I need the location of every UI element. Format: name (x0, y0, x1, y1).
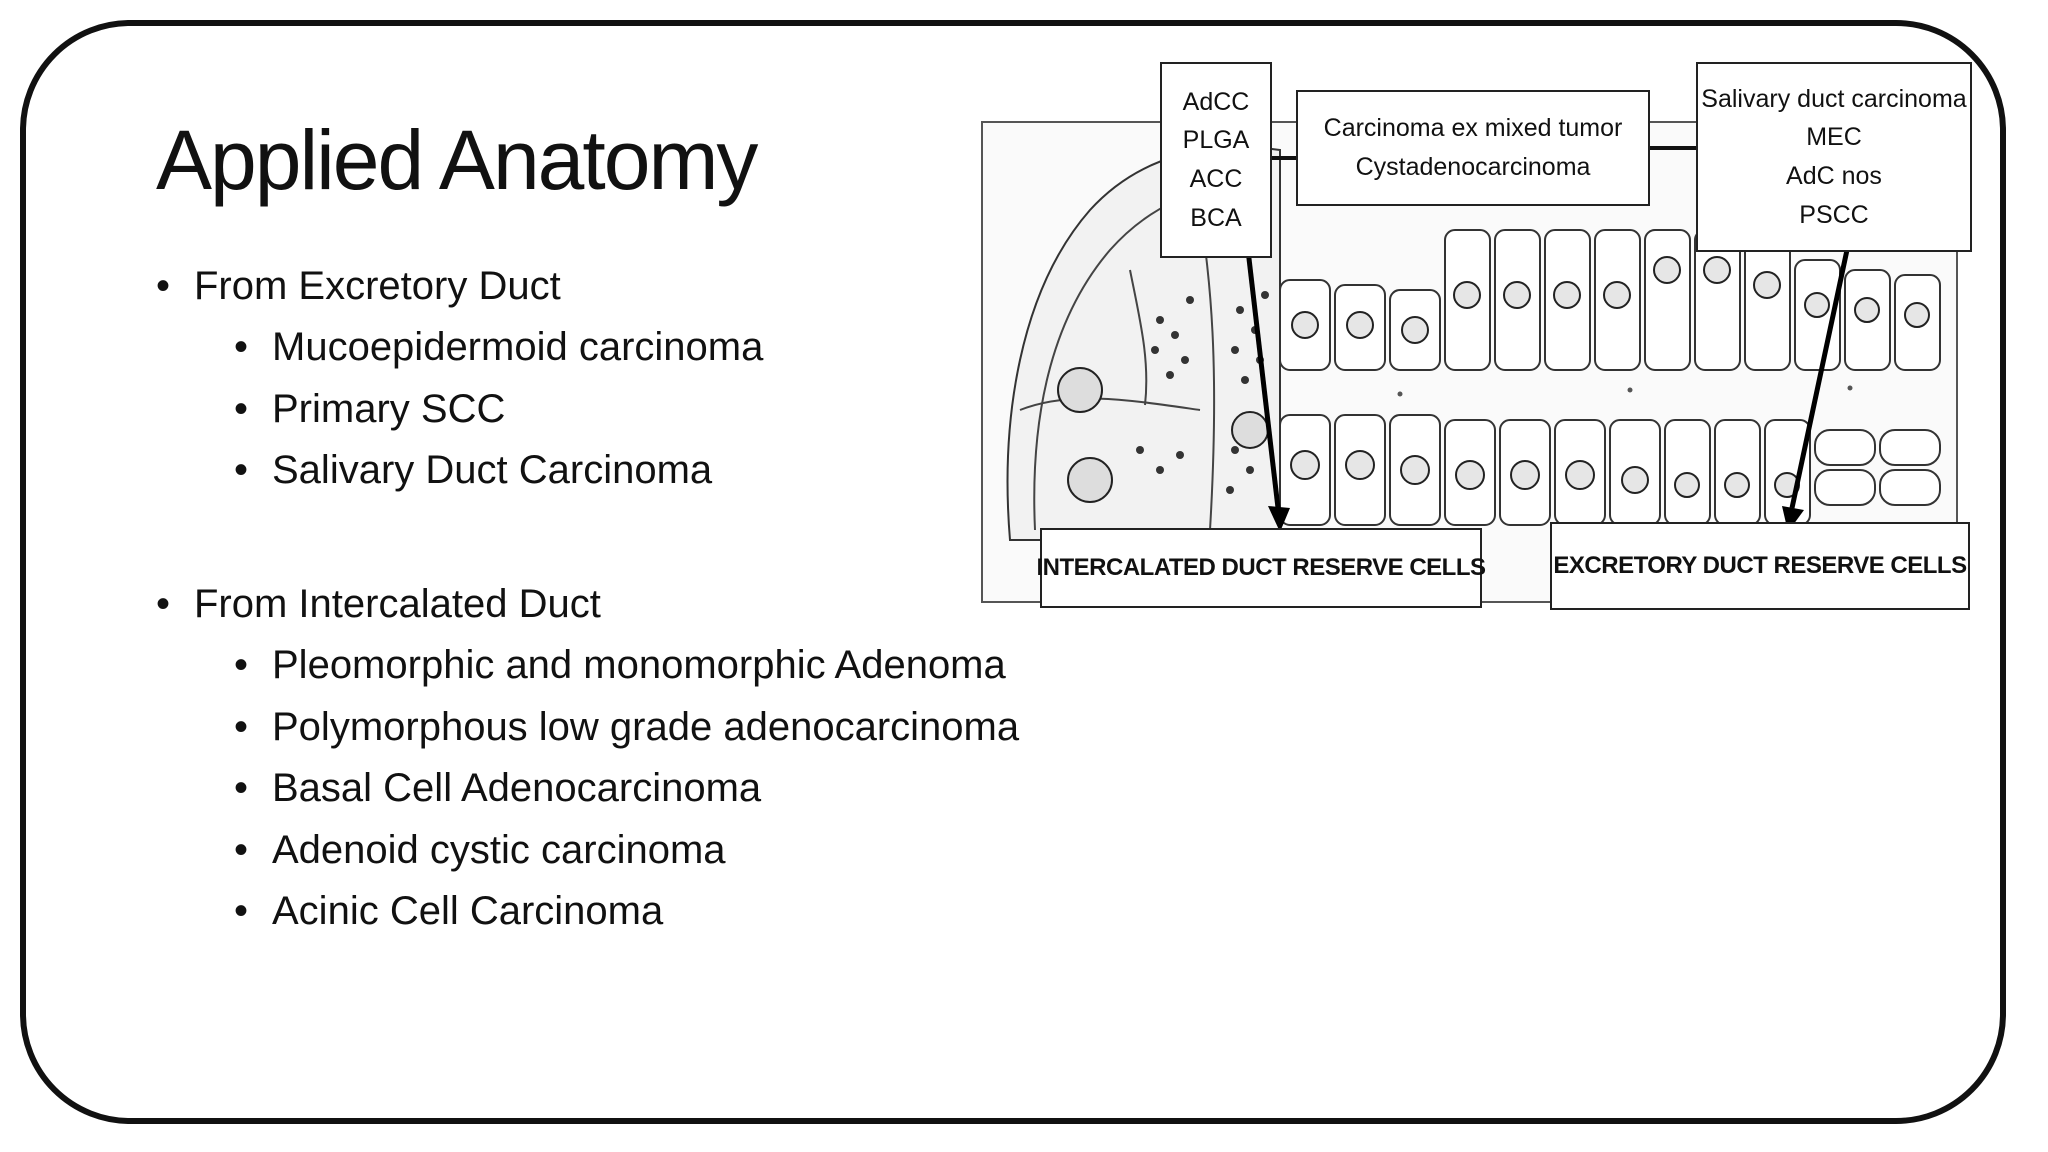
label-excretory-duct-reserve-cells: EXCRETORY DUCT RESERVE CELLS (1550, 522, 1970, 610)
label-excretory-tumors: Salivary duct carcinoma MEC AdC nos PSCC (1696, 62, 1972, 252)
bullet-item: •Salivary Duct Carcinoma (234, 448, 713, 492)
label-intercalated-duct-reserve-cells: INTERCALATED DUCT RESERVE CELLS (1037, 528, 1486, 608)
bullet-item: •From Excretory Duct (156, 264, 561, 308)
label-middle-tumors: Carcinoma ex mixed tumor Cystadenocarcin… (1296, 90, 1650, 206)
bullet-item: •Polymorphous low grade adenocarcinoma (234, 705, 1020, 749)
slide-frame (20, 20, 2006, 1124)
bullet-item: •From Intercalated Duct (156, 582, 601, 626)
duct-diagram: AdCC PLGA ACC BCA Carcinoma ex mixed tum… (980, 60, 1972, 620)
bullet-item: •Basal Cell Adenocarcinoma (234, 766, 762, 810)
label-intercalated-tumors: AdCC PLGA ACC BCA (1160, 62, 1272, 258)
bullet-item: •Pleomorphic and monomorphic Adenoma (234, 643, 1006, 687)
bullet-item: •Acinic Cell Carcinoma (234, 889, 664, 933)
bullet-item: •Mucoepidermoid carcinoma (234, 325, 764, 369)
bullet-item: •Adenoid cystic carcinoma (234, 828, 726, 872)
slide-title: Applied Anatomy (156, 113, 758, 207)
bullet-item: •Primary SCC (234, 387, 506, 431)
